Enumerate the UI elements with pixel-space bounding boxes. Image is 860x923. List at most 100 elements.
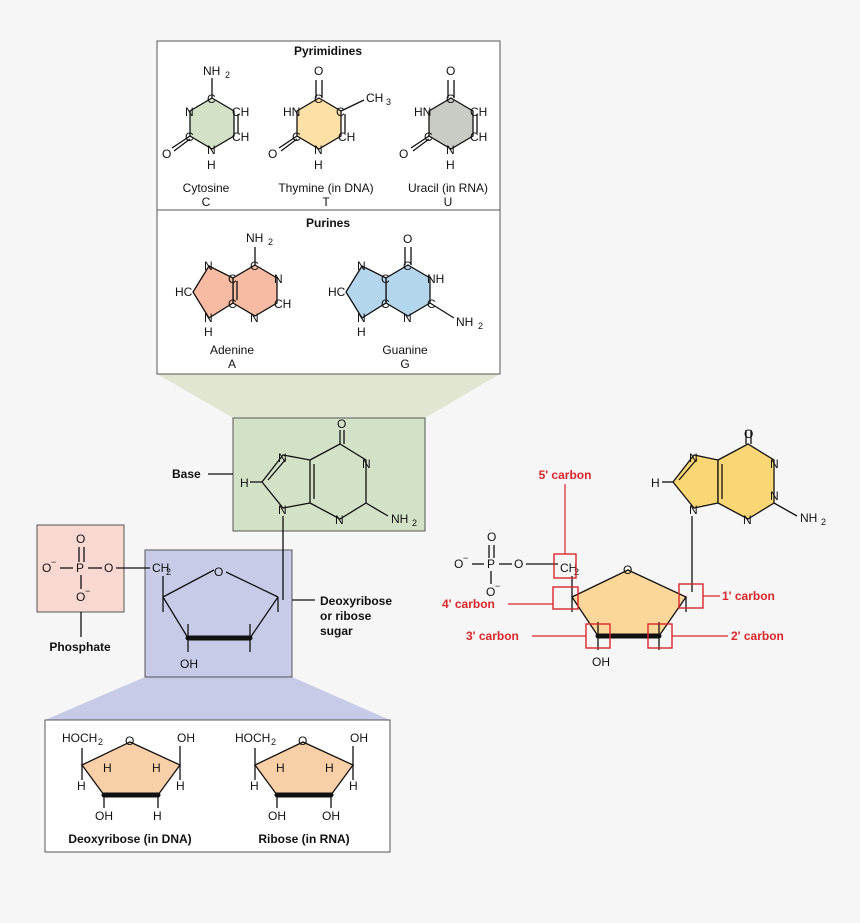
svg-text:−: − bbox=[463, 553, 468, 563]
svg-text:O: O bbox=[298, 734, 307, 748]
svg-text:N: N bbox=[446, 143, 455, 157]
svg-text:C: C bbox=[424, 130, 433, 144]
c4-label: 4' carbon bbox=[442, 597, 495, 611]
thymine-label: Thymine (in DNA) bbox=[278, 181, 373, 195]
svg-text:HC: HC bbox=[175, 285, 193, 299]
svg-text:O: O bbox=[337, 417, 346, 431]
svg-text:2: 2 bbox=[268, 237, 273, 247]
svg-text:H: H bbox=[103, 761, 112, 775]
deoxyribose-structure: HOCH 2 O OH H H H H OH H bbox=[62, 731, 195, 823]
svg-text:2: 2 bbox=[478, 321, 483, 331]
svg-text:N: N bbox=[335, 513, 344, 527]
sugar-label-line3: sugar bbox=[320, 624, 353, 638]
svg-text:OH: OH bbox=[268, 809, 286, 823]
pyrimidines-title: Pyrimidines bbox=[294, 44, 362, 58]
cytosine-structure: NH 2 C N CH CH C N H O bbox=[162, 64, 249, 172]
phosphate-label: Phosphate bbox=[49, 640, 111, 654]
deoxyribose-label: Deoxyribose (in DNA) bbox=[68, 832, 191, 846]
svg-text:2: 2 bbox=[271, 737, 276, 747]
svg-text:NH: NH bbox=[246, 231, 263, 245]
svg-text:HC: HC bbox=[328, 285, 346, 299]
svg-text:O: O bbox=[399, 147, 408, 161]
svg-text:H: H bbox=[240, 476, 249, 490]
svg-text:H: H bbox=[325, 761, 334, 775]
svg-text:N: N bbox=[357, 311, 366, 325]
svg-text:H: H bbox=[314, 158, 323, 172]
cytosine-letter: C bbox=[202, 195, 211, 209]
c3-label: 3' carbon bbox=[466, 629, 519, 643]
svg-text:NH: NH bbox=[456, 315, 473, 329]
svg-text:HOCH: HOCH bbox=[62, 731, 97, 745]
svg-text:C: C bbox=[185, 130, 194, 144]
svg-text:N: N bbox=[357, 259, 366, 273]
thymine-structure: O CH 3 C HN C CH C N H O bbox=[268, 64, 391, 172]
right-guanine-structure: O N H N N N N NH 2 bbox=[651, 427, 826, 527]
ribose-structure: HOCH 2 O OH H H H H OH OH bbox=[235, 731, 368, 823]
svg-text:O: O bbox=[487, 530, 496, 544]
svg-text:H: H bbox=[250, 779, 259, 793]
svg-text:N: N bbox=[250, 311, 259, 325]
svg-text:−: − bbox=[495, 581, 500, 591]
svg-text:H: H bbox=[349, 779, 358, 793]
sugar-zoom-funnel bbox=[45, 677, 390, 720]
svg-text:C: C bbox=[207, 92, 216, 106]
svg-text:2: 2 bbox=[98, 737, 103, 747]
svg-text:O: O bbox=[514, 557, 523, 571]
sugar-label-line1: Deoxyribose bbox=[320, 594, 392, 608]
svg-text:O: O bbox=[76, 590, 85, 604]
guanine-label: Guanine bbox=[382, 343, 428, 357]
right-sugar-ring: CH 2 O OH bbox=[560, 561, 687, 669]
svg-text:OH: OH bbox=[592, 655, 610, 669]
svg-text:C: C bbox=[403, 259, 412, 273]
svg-text:−: − bbox=[85, 586, 90, 596]
svg-text:3: 3 bbox=[386, 97, 391, 107]
svg-text:CH: CH bbox=[152, 561, 169, 575]
adenine-letter: A bbox=[228, 357, 236, 371]
svg-text:N: N bbox=[185, 105, 194, 119]
svg-text:OH: OH bbox=[180, 657, 198, 671]
svg-text:N: N bbox=[770, 489, 779, 503]
svg-text:C: C bbox=[381, 272, 390, 286]
svg-text:N: N bbox=[689, 451, 698, 465]
svg-text:O: O bbox=[125, 734, 134, 748]
svg-text:N: N bbox=[278, 451, 287, 465]
svg-text:H: H bbox=[276, 761, 285, 775]
svg-text:O: O bbox=[162, 147, 171, 161]
purines-title: Purines bbox=[306, 216, 350, 230]
svg-text:N: N bbox=[362, 457, 371, 471]
deoxyribose-ring: CH 2 O OH bbox=[152, 561, 279, 671]
right-phosphate-structure: O O − P O O − bbox=[454, 530, 558, 599]
svg-text:NH: NH bbox=[391, 512, 408, 526]
svg-text:N: N bbox=[204, 311, 213, 325]
svg-text:CH: CH bbox=[560, 561, 577, 575]
svg-text:H: H bbox=[207, 158, 216, 172]
svg-text:NH: NH bbox=[800, 511, 817, 525]
svg-text:H: H bbox=[77, 779, 86, 793]
svg-text:N: N bbox=[274, 272, 283, 286]
svg-text:OH: OH bbox=[322, 809, 340, 823]
svg-text:2: 2 bbox=[225, 70, 230, 80]
adenine-label: Adenine bbox=[210, 343, 254, 357]
nucleotide-base-structure: O N H N N N NH 2 bbox=[240, 417, 417, 528]
svg-text:2: 2 bbox=[166, 567, 171, 577]
svg-text:CH: CH bbox=[274, 297, 291, 311]
svg-text:C: C bbox=[228, 297, 237, 311]
nitrogenous-bases-panel bbox=[156, 40, 501, 375]
svg-text:NH: NH bbox=[203, 64, 220, 78]
svg-text:NH: NH bbox=[427, 272, 444, 286]
svg-text:O: O bbox=[214, 565, 223, 579]
c4-box bbox=[552, 586, 579, 610]
svg-text:P: P bbox=[76, 561, 84, 575]
svg-text:−: − bbox=[51, 557, 56, 567]
svg-text:C: C bbox=[336, 105, 345, 119]
svg-text:O: O bbox=[104, 561, 113, 575]
svg-text:O: O bbox=[314, 64, 323, 78]
phosphate-structure: O O − P O O − bbox=[42, 532, 150, 604]
svg-text:HOCH: HOCH bbox=[235, 731, 270, 745]
svg-text:O: O bbox=[486, 585, 495, 599]
svg-text:2: 2 bbox=[821, 517, 826, 527]
svg-text:OH: OH bbox=[95, 809, 113, 823]
svg-text:O: O bbox=[454, 557, 463, 571]
